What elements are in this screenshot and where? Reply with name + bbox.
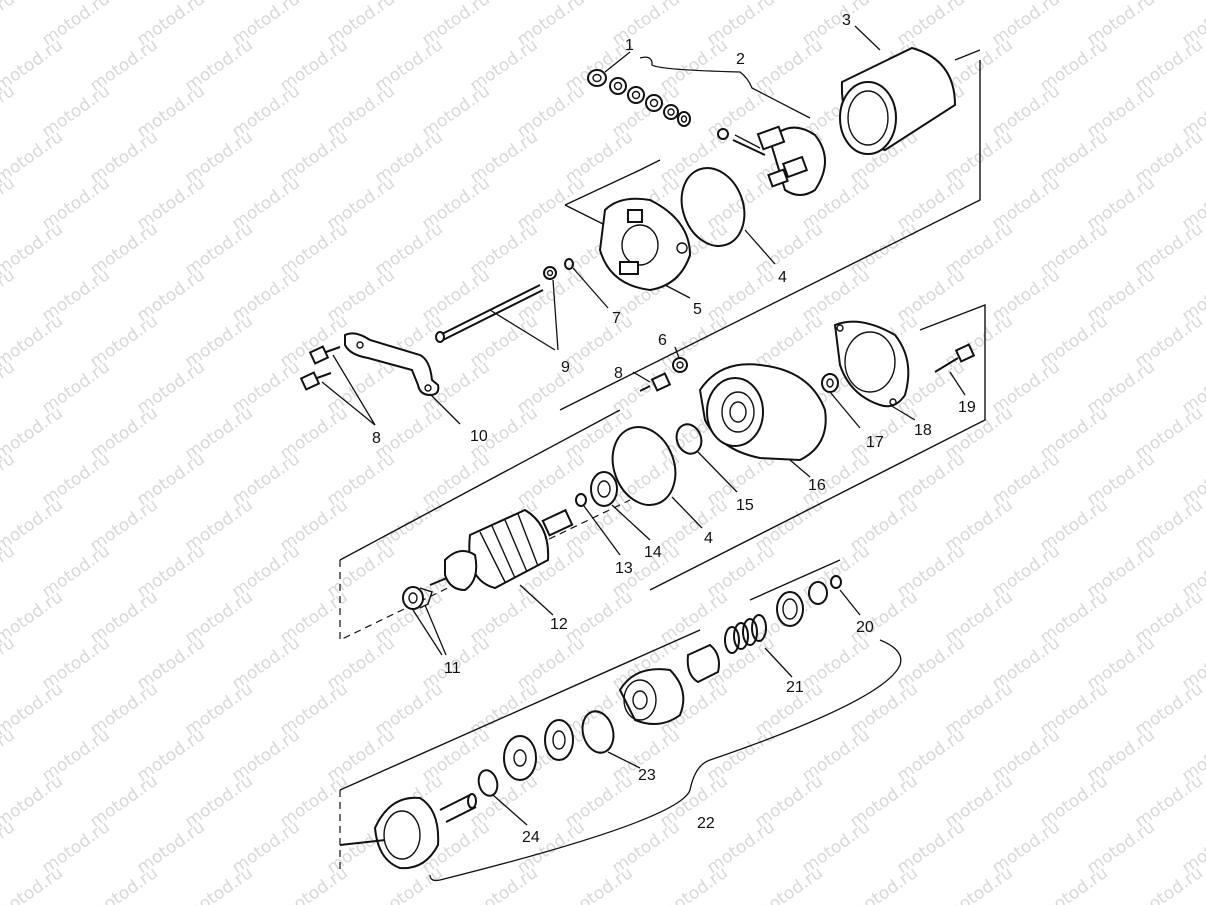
- callout-10: 10: [470, 428, 488, 445]
- callout-6: 6: [658, 332, 667, 349]
- part-20-collar: [808, 581, 828, 605]
- stopper-collar: [544, 719, 574, 761]
- part-6-washer: [672, 357, 688, 373]
- callout-3: 3: [842, 12, 851, 29]
- pinion-gear-shaft: [339, 793, 477, 870]
- callout-19: 19: [958, 399, 976, 416]
- part-12-armature: [429, 508, 574, 592]
- watermark-text: motod.ru: [656, 863, 731, 905]
- part-20-clip: [830, 575, 842, 589]
- watermark-text: motod.ru: [0, 817, 19, 878]
- part-3-yoke: [839, 46, 957, 155]
- watermark-text: motod.ru: [0, 81, 19, 142]
- part-2-brush-holder: [717, 125, 826, 196]
- callout-9: 9: [561, 359, 570, 376]
- part-23-ring: [581, 710, 615, 754]
- callout-11: 11: [444, 660, 461, 677]
- watermark-text: motod.ru: [751, 863, 826, 905]
- callout-23: 23: [638, 767, 656, 784]
- callout-17: 17: [866, 434, 884, 451]
- watermark-text: motod.ru: [1131, 863, 1206, 905]
- part-21-spring: [686, 591, 804, 684]
- watermark-text: motod.ru: [561, 863, 636, 905]
- callout-7: 7: [612, 310, 621, 327]
- watermark-text: motod.ru: [0, 633, 19, 694]
- callout-15: 15: [736, 497, 754, 514]
- part-1-nuts-washers: [587, 69, 691, 127]
- watermark-text: motod.ru: [0, 0, 19, 50]
- watermark-text: motod.ru: [181, 863, 256, 905]
- part-11-washer: [402, 586, 433, 610]
- part-8-bolt-right: [639, 372, 672, 392]
- watermark-text: motod.ru: [0, 265, 19, 326]
- watermark-text: motod.ru: [86, 863, 161, 905]
- watermark-text: motod.ru: [0, 541, 19, 602]
- callout-8b: 8: [372, 430, 381, 447]
- watermark-text: motod.ru: [466, 863, 541, 905]
- part-15-o-ring: [675, 423, 703, 455]
- callout-24: 24: [522, 829, 540, 846]
- part-8-bolts-left: [299, 345, 341, 391]
- callout-12: 12: [550, 616, 568, 633]
- washer-plate: [503, 735, 537, 781]
- callout-13: 13: [615, 560, 633, 577]
- callout-21: 21: [786, 679, 804, 696]
- watermark-text: motod.ru: [371, 863, 446, 905]
- watermark-text: motod.ru: [0, 357, 19, 418]
- brace-22: [429, 639, 902, 882]
- part-13-ring: [575, 493, 587, 507]
- part-4-o-ring-top: [680, 167, 746, 247]
- part-14-bearing: [590, 471, 618, 507]
- watermark-text: motod.ru: [941, 863, 1016, 905]
- watermark-text: motod.ru: [0, 863, 67, 905]
- part-18-gasket: [833, 320, 910, 408]
- callout-2: 2: [736, 51, 745, 68]
- callout-18: 18: [914, 422, 932, 439]
- part-5-rear-cover: [598, 197, 692, 292]
- callout-14: 14: [644, 544, 662, 561]
- watermark-text: motod.ru: [846, 863, 921, 905]
- callout-labels: 1 2 3 4 5 6 7 8 9 10 8 17 18 19 16 15 4 …: [372, 12, 976, 846]
- part-7-small-o-ring: [564, 258, 574, 270]
- part-10-bracket: [344, 332, 440, 397]
- part-4-o-ring-bottom: [611, 426, 677, 506]
- part-19-bolt: [934, 343, 976, 373]
- leader-lines: [321, 25, 966, 826]
- callout-16: 16: [808, 477, 826, 494]
- callout-8a: 8: [614, 365, 623, 382]
- watermark-text: motod.ru: [276, 863, 351, 905]
- part-17-washer: [821, 373, 839, 393]
- watermark-text: motod.ru: [0, 449, 19, 510]
- part-22-clutch-gear: [618, 668, 685, 725]
- watermark-text: motod.ru: [1036, 863, 1111, 905]
- callout-5: 5: [693, 301, 702, 318]
- callout-4a: 4: [778, 269, 787, 286]
- callout-4b: 4: [704, 530, 713, 547]
- watermark-text: motod.ru: [0, 173, 19, 234]
- watermark-text: motod.ru: [0, 725, 19, 786]
- callout-22: 22: [697, 815, 715, 832]
- assembly-outlines: [339, 49, 986, 870]
- brace-2: [639, 56, 811, 119]
- part-16-front-housing: [698, 363, 827, 462]
- callout-1: 1: [625, 37, 634, 54]
- part-24-snap-ring: [477, 769, 499, 797]
- callout-20: 20: [856, 619, 874, 636]
